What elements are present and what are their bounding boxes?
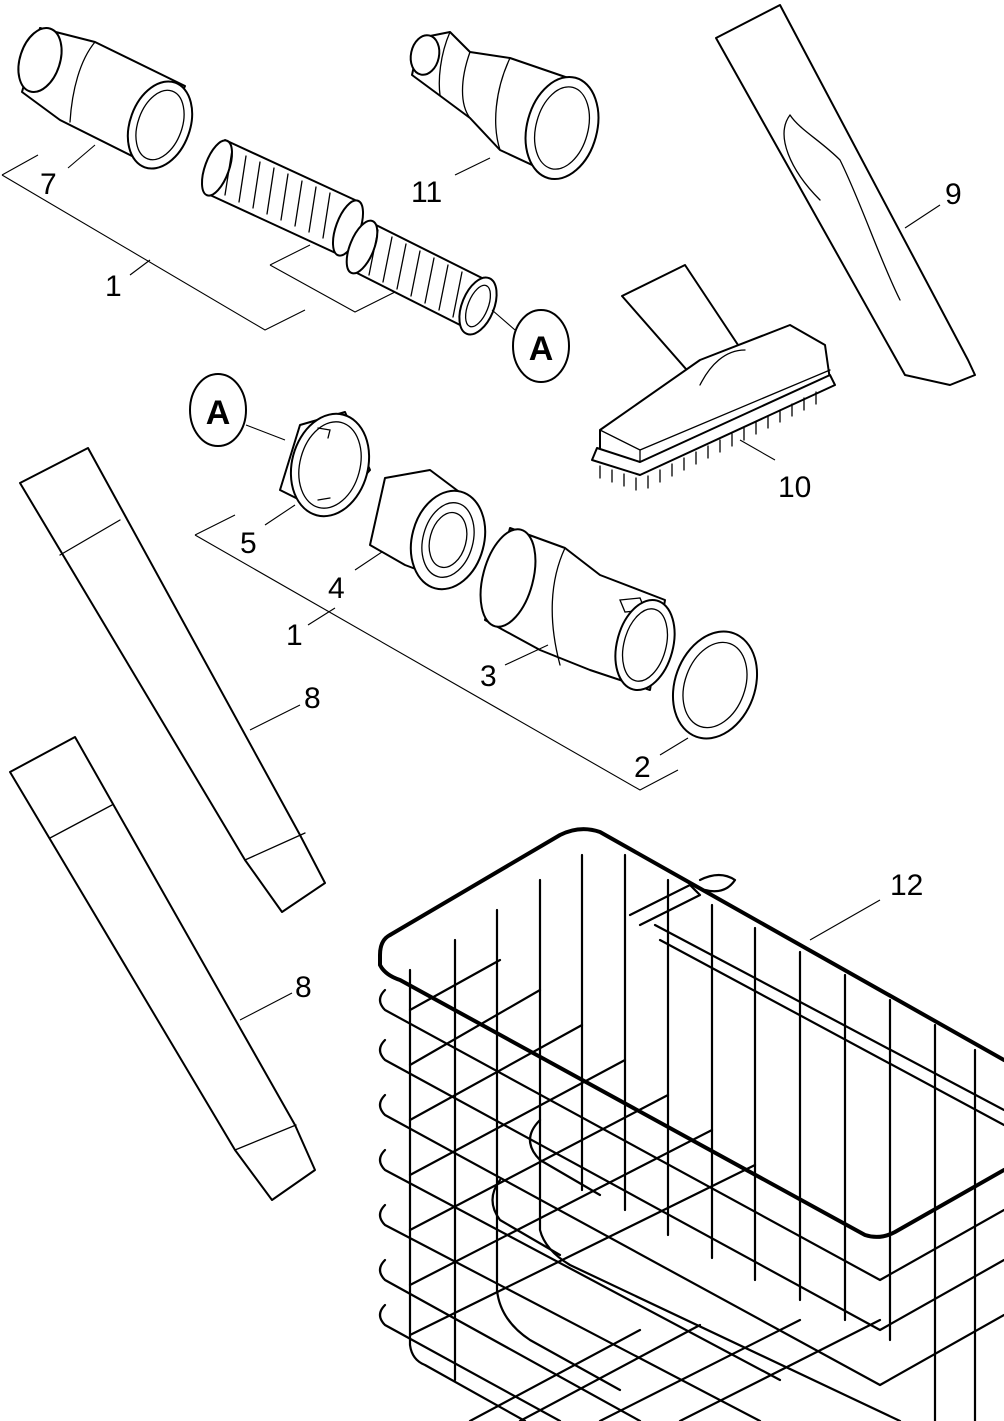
label-part-1-upper: 1 (105, 270, 122, 303)
label-part-11: 11 (411, 176, 442, 209)
part-4-adapter-ring (369, 469, 487, 591)
label-part-8-upper: 8 (304, 682, 321, 715)
part-11-stepped-reducer (409, 31, 600, 181)
label-part-2: 2 (634, 751, 651, 784)
hose-section-lower (345, 219, 498, 336)
connector-marker-a-right: A (512, 309, 570, 383)
part-7-adapter-sleeve (17, 27, 194, 170)
label-part-5: 5 (240, 527, 257, 560)
label-part-10: 10 (778, 471, 811, 504)
part-2-seal-ring (671, 630, 759, 740)
connector-marker-a-left: A (189, 373, 247, 447)
part-8-extension-tube-upper (19, 447, 326, 913)
part-8-extension-tube-lower (9, 736, 316, 1201)
label-part-1-lower: 1 (286, 619, 303, 652)
leader-lines (1, 144, 941, 1021)
label-part-4: 4 (328, 572, 345, 605)
label-part-8-lower: 8 (295, 971, 312, 1004)
part-5-clip-ring (279, 411, 371, 518)
marker-a-right-text: A (529, 330, 554, 368)
label-part-7: 7 (40, 168, 57, 201)
part-3-pipe-adapter (479, 527, 676, 692)
part-12-wire-basket (378, 827, 1004, 1421)
part-10-floor-nozzle (591, 264, 836, 491)
label-part-9: 9 (945, 178, 962, 211)
marker-a-left-text: A (206, 394, 231, 432)
part-labels: 7 1 11 9 10 5 4 1 3 8 2 8 12 (40, 168, 962, 1004)
label-part-12: 12 (890, 869, 923, 902)
label-part-3: 3 (480, 660, 497, 693)
hose-section-upper (200, 139, 365, 257)
part-9-crevice-nozzle (715, 4, 976, 386)
